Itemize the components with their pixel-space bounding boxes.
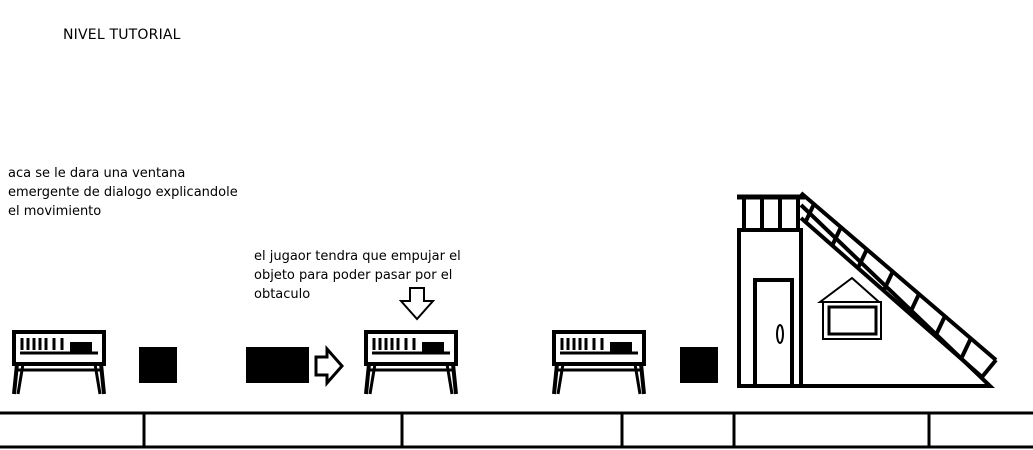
table-obstacle-1 (12, 330, 106, 396)
door-icon (753, 278, 794, 388)
table-obstacle-2 (364, 330, 458, 396)
block-2 (680, 347, 718, 383)
house-icon (817, 276, 882, 340)
push-note: el jugaor tendra que empujar el objeto p… (254, 249, 461, 302)
block-1 (139, 347, 177, 383)
ladder-icon (799, 191, 998, 379)
dialog-note: aca se le dara una ventana emergente de … (8, 166, 238, 219)
tower (737, 194, 805, 388)
push-arrow-icon (314, 345, 345, 387)
table-obstacle-3 (552, 330, 646, 396)
ramp (799, 203, 995, 388)
push-block (246, 347, 309, 383)
ground (0, 411, 1033, 449)
down-arrow-icon (398, 287, 436, 321)
page-title: NIVEL TUTORIAL (63, 27, 181, 43)
